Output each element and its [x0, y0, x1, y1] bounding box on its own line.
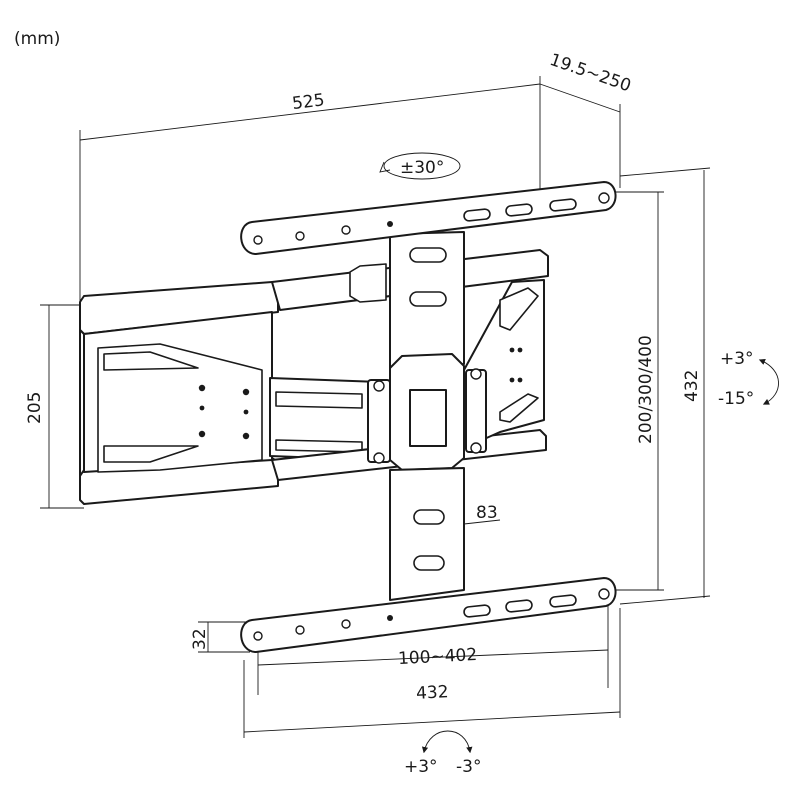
- vesa-vertical-label: 200/300/400: [636, 335, 656, 444]
- tilt-up-label: +3°: [720, 349, 754, 369]
- rail-height-label: 32: [190, 628, 210, 650]
- column-width-label: 83: [476, 503, 498, 523]
- bottom-vesa-rail: [240, 577, 617, 653]
- vertical-column: [389, 231, 465, 601]
- width-total-label: 525: [291, 90, 326, 114]
- top-vesa-rail: [240, 181, 617, 255]
- rotate-ccw-label: +3°: [404, 757, 438, 777]
- swivel-label: ±30°: [400, 158, 444, 178]
- wall-plate: [79, 281, 279, 505]
- rotate-cw-label: -3°: [456, 757, 481, 777]
- rail-width-label: 432: [416, 682, 449, 704]
- vesa-horizontal-label: 100~402: [398, 645, 478, 669]
- plate-height-label: 432: [682, 370, 702, 402]
- units-label: (mm): [14, 29, 60, 49]
- extension-range-label: 19.5~250: [547, 50, 633, 96]
- rotate-arrow-icon: [421, 730, 473, 754]
- tilt-down-label: -15°: [718, 389, 754, 409]
- tilt-arrow-icon: [758, 359, 779, 405]
- swivel-arrow-icon: [379, 152, 461, 180]
- dimension-lines: [40, 76, 711, 738]
- arm-height-label: 205: [25, 392, 45, 424]
